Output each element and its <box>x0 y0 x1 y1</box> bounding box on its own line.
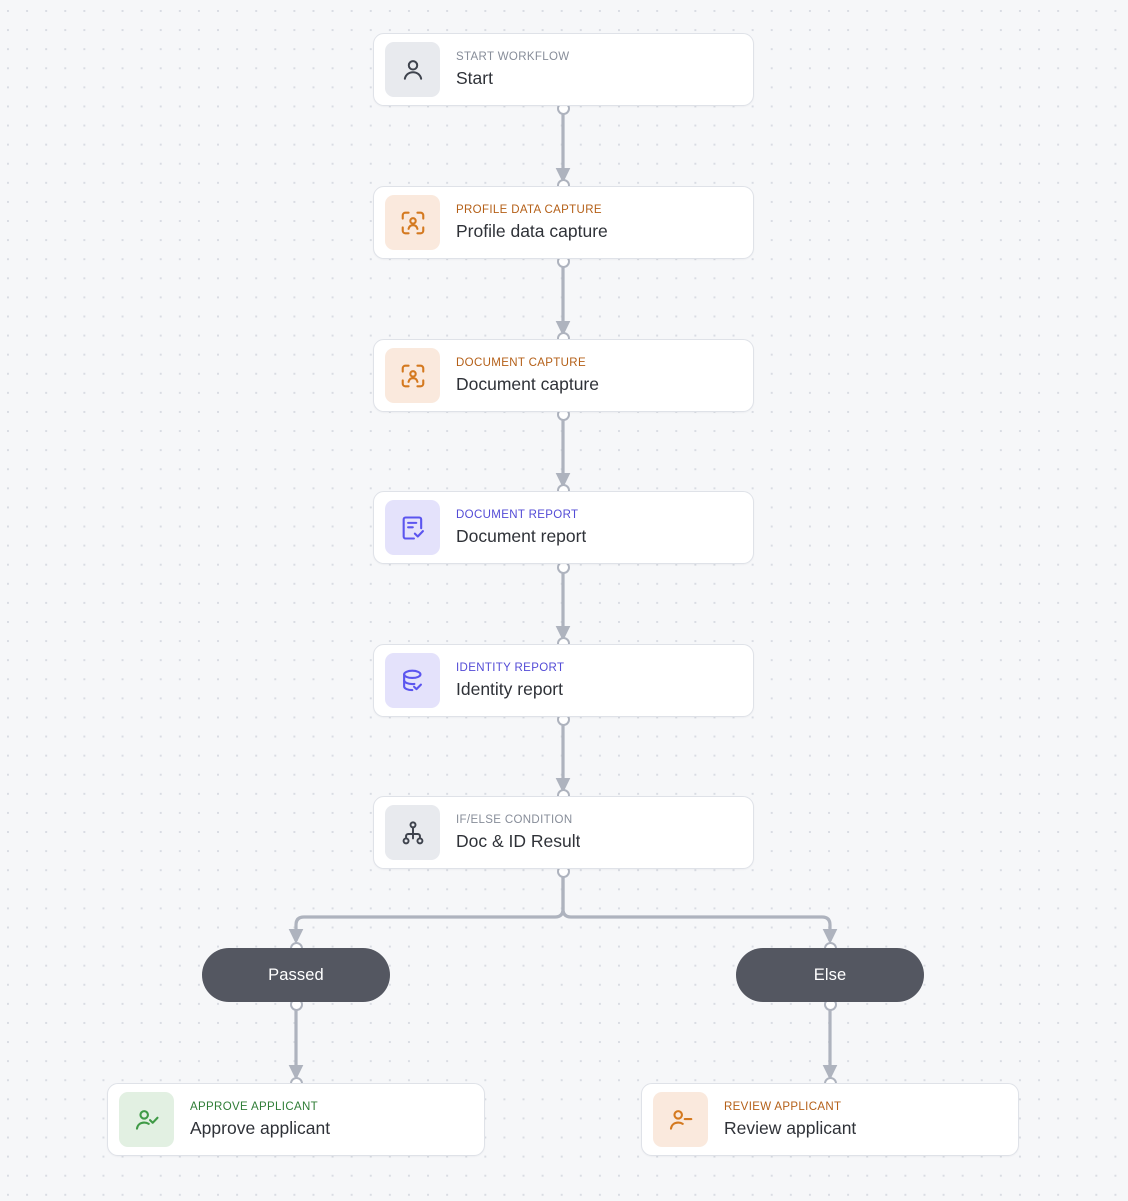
node-kicker: PROFILE DATA CAPTURE <box>456 204 602 216</box>
node-text: PROFILE DATA CAPTURE Profile data captur… <box>456 203 608 242</box>
node-profile-data-capture[interactable]: PROFILE DATA CAPTURE Profile data captur… <box>373 186 754 259</box>
node-start[interactable]: START WORKFLOW Start <box>373 33 754 106</box>
node-document-report[interactable]: DOCUMENT REPORT Document report <box>373 491 754 564</box>
node-kicker: IF/ELSE CONDITION <box>456 814 573 826</box>
person-icon <box>403 59 422 80</box>
node-icon-tile <box>385 42 440 97</box>
branch-pill-passed[interactable]: Passed <box>202 948 390 1002</box>
node-title: Profile data capture <box>456 221 608 241</box>
node-icon-tile <box>385 348 440 403</box>
node-kicker: IDENTITY REPORT <box>456 662 565 674</box>
branch-pill-else[interactable]: Else <box>736 948 924 1002</box>
node-title: Identity report <box>456 679 563 699</box>
node-text: START WORKFLOW Start <box>456 50 570 89</box>
node-text: DOCUMENT CAPTURE Document capture <box>456 356 599 395</box>
branch-pill-label: Else <box>813 965 847 984</box>
node-icon-tile <box>119 1092 174 1147</box>
branch-pill-label: Passed <box>268 965 324 984</box>
node-title: Review applicant <box>724 1118 857 1138</box>
face-scan-icon <box>401 364 424 387</box>
node-document-capture[interactable]: DOCUMENT CAPTURE Document capture <box>373 339 754 412</box>
node-text: DOCUMENT REPORT Document report <box>456 508 586 547</box>
branch-icon <box>402 820 423 844</box>
node-text: IF/ELSE CONDITION Doc & ID Result <box>456 813 580 852</box>
database-check-icon <box>402 669 422 691</box>
node-icon-tile <box>385 500 440 555</box>
node-text: REVIEW APPLICANT Review applicant <box>724 1100 856 1139</box>
edge-condition-to-passed <box>288 871 565 944</box>
node-icon-tile <box>385 195 440 250</box>
node-text: IDENTITY REPORT Identity report <box>456 661 564 700</box>
node-kicker: REVIEW APPLICANT <box>724 1101 842 1113</box>
node-identity-report[interactable]: IDENTITY REPORT Identity report <box>373 644 754 717</box>
node-kicker: DOCUMENT CAPTURE <box>456 357 586 369</box>
node-approve-applicant[interactable]: APPROVE APPLICANT Approve applicant <box>107 1083 485 1156</box>
node-kicker: START WORKFLOW <box>456 51 570 63</box>
face-scan-icon <box>401 211 424 234</box>
node-icon-tile <box>653 1092 708 1147</box>
node-review-applicant[interactable]: REVIEW APPLICANT Review applicant <box>641 1083 1019 1156</box>
node-title: Document capture <box>456 374 599 394</box>
node-icon-tile <box>385 653 440 708</box>
node-kicker: APPROVE APPLICANT <box>190 1101 319 1113</box>
node-title: Doc & ID Result <box>456 831 581 851</box>
node-text: APPROVE APPLICANT Approve applicant <box>190 1100 330 1139</box>
node-kicker: DOCUMENT REPORT <box>456 509 579 521</box>
node-title: Approve applicant <box>190 1118 331 1138</box>
node-icon-tile <box>385 805 440 860</box>
node-doc-id-result[interactable]: IF/ELSE CONDITION Doc & ID Result <box>373 796 754 869</box>
node-title: Start <box>456 68 493 88</box>
node-title: Document report <box>456 526 587 546</box>
document-check-icon <box>402 515 424 540</box>
person-minus-icon <box>669 1109 692 1130</box>
person-check-icon <box>135 1109 159 1130</box>
edge-condition-to-else <box>561 871 838 944</box>
